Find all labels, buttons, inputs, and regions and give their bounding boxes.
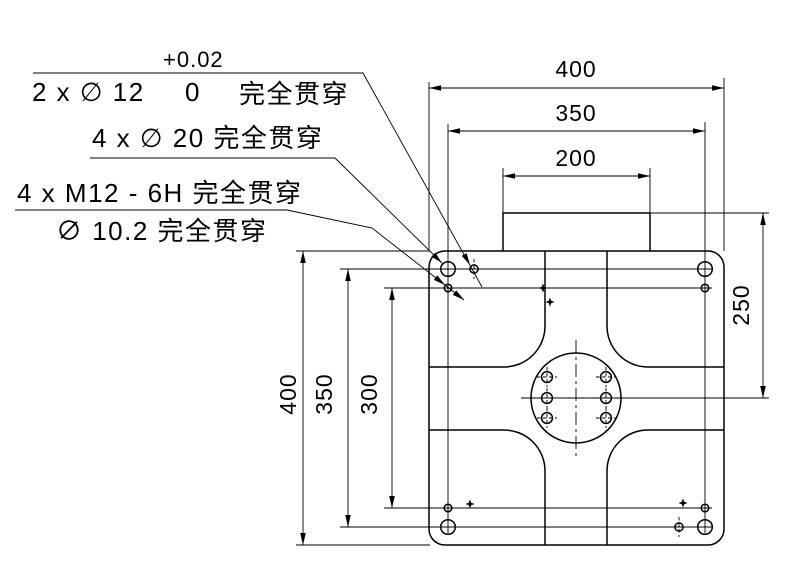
callout-pilot: ∅ 10.2 完全贯穿 bbox=[56, 216, 268, 246]
dim-text-top-350: 350 bbox=[555, 100, 596, 126]
part-geometry bbox=[428, 212, 769, 546]
dimensions: 400 350 200 400 350 300 250 bbox=[275, 56, 766, 545]
callout-bore: 4 x ∅ 20 完全贯穿 bbox=[92, 123, 323, 153]
mounting-tab bbox=[502, 212, 651, 251]
dim-arrowheads bbox=[300, 85, 766, 545]
dim-text-right-250: 250 bbox=[728, 284, 754, 325]
dowel-hole-ticks bbox=[473, 259, 680, 537]
dim-text-left-300: 300 bbox=[356, 373, 382, 414]
point-marker bbox=[678, 498, 688, 508]
callout-dowel-through: 完全贯穿 bbox=[239, 79, 349, 109]
point-marker bbox=[545, 297, 555, 307]
cross-fillet-arcs bbox=[503, 325, 649, 472]
extension-lines bbox=[296, 78, 769, 546]
point-markers bbox=[465, 283, 688, 509]
leader-thread-callout bbox=[15, 209, 465, 301]
callout-thread: 4 x M12 - 6H 完全贯穿 bbox=[17, 178, 303, 208]
leader-bore-callout bbox=[90, 157, 443, 264]
dim-text-top-200: 200 bbox=[555, 145, 596, 171]
dim-text-left-350: 350 bbox=[311, 373, 337, 414]
bolt-hole-crosshairs bbox=[537, 367, 616, 428]
dim-text-top-400: 400 bbox=[555, 56, 596, 82]
callout-dowel-qty-dia: 2 x ∅ 12 bbox=[32, 77, 145, 107]
leader-arrowheads bbox=[431, 252, 473, 303]
callout-dowel-tol-upper: +0.02 bbox=[163, 47, 224, 72]
hole-callouts: +0.02 2 x ∅ 12 0 完全贯穿 4 x ∅ 20 完全贯穿 4 x … bbox=[15, 47, 483, 303]
dim-text-left-400: 400 bbox=[275, 373, 301, 414]
point-marker bbox=[465, 499, 475, 509]
callout-dowel-tol-lower: 0 bbox=[185, 77, 201, 107]
center-bolt-pattern bbox=[537, 367, 616, 428]
leader-dowel-callout bbox=[33, 72, 483, 288]
